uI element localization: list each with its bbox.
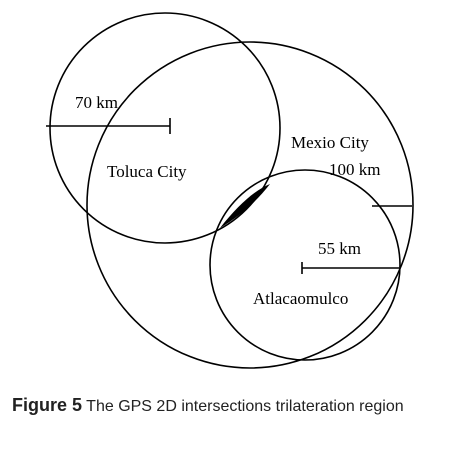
toluca-radius-label: 70 km (75, 93, 118, 112)
caption-text: The GPS 2D intersections trilateration r… (82, 398, 404, 415)
trilateration-diagram: 70 km Toluca City Mexio City 100 km 55 k… (46, 12, 414, 369)
toluca-city-circle (49, 12, 281, 244)
toluca-city-label: Toluca City (107, 162, 187, 181)
mexico-radius-label: 100 km (329, 160, 380, 179)
atlacomulco-label: Atlacaomulco (253, 289, 348, 308)
intersection-region (220, 184, 270, 228)
figure-caption: Figure 5 The GPS 2D intersections trilat… (12, 392, 452, 420)
figure-number: Figure 5 (12, 395, 83, 415)
mexico-city-circle (86, 41, 414, 369)
atlacomulco-radius-label: 55 km (318, 239, 361, 258)
atlacomulco-circle (209, 169, 401, 361)
mexico-city-label: Mexio City (291, 133, 369, 152)
